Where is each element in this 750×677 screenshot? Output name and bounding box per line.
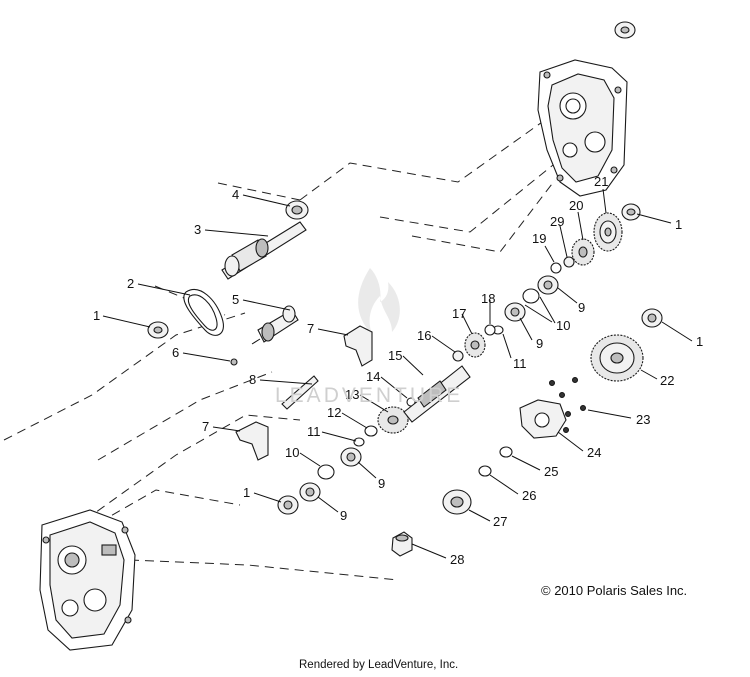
callout-27: 27 (493, 514, 507, 529)
snap-ring-part-10-lower (317, 464, 335, 480)
bolt-set-part-23 (549, 377, 586, 433)
o-ring-part-26 (478, 465, 492, 477)
callout-1: 1 (243, 485, 250, 500)
bearing-plate-part-24 (519, 399, 567, 439)
callout-25: 25 (544, 464, 558, 479)
lower-transmission-housing (39, 509, 136, 651)
callout-labels: 4 3 2 1 5 6 7 8 7 1 10 11 12 13 14 15 16… (93, 174, 703, 567)
callout-9: 9 (340, 508, 347, 523)
callout-24: 24 (587, 445, 601, 460)
shift-fork-part-7-lower (235, 421, 269, 461)
callout-4: 4 (232, 187, 239, 202)
washer-part-18 (484, 324, 496, 336)
gear-part-17 (464, 332, 486, 358)
bearing-part-9-d (537, 275, 559, 295)
callout-20: 20 (569, 198, 583, 213)
callout-10: 10 (285, 445, 299, 460)
bearing-part-1-right (641, 308, 663, 328)
callout-17: 17 (452, 306, 466, 321)
callout-9: 9 (536, 336, 543, 351)
rendered-by-footer: Rendered by LeadVenture, Inc. (299, 659, 459, 671)
callout-1: 1 (696, 334, 703, 349)
callout-10: 10 (556, 318, 570, 333)
callout-11: 11 (307, 424, 321, 439)
upper-transmission-housing (537, 21, 636, 197)
callout-7: 7 (202, 419, 209, 434)
bearing-part-1-bottom (277, 495, 299, 515)
detent-ball-part-6 (230, 358, 238, 366)
leader-lines (102, 188, 693, 559)
bearing-part-9-c (504, 302, 526, 322)
bearing-part-1-top-right (621, 203, 641, 221)
callout-22: 22 (660, 373, 674, 388)
callout-2: 2 (127, 276, 134, 291)
drain-plug-part-28 (391, 531, 413, 557)
gear-part-22 (590, 334, 644, 382)
snap-ring-part-10-upper (522, 288, 540, 304)
watermark-text: LEADVENTURE (275, 384, 464, 407)
callout-28: 28 (450, 552, 464, 567)
callout-9: 9 (578, 300, 585, 315)
callout-18: 18 (481, 291, 495, 306)
gear-part-20 (571, 238, 595, 266)
main-shaft-part-15 (403, 365, 471, 423)
copyright-notice: © 2010 Polaris Sales Inc. (541, 583, 688, 598)
gear-part-21 (593, 212, 623, 252)
callout-23: 23 (636, 412, 650, 427)
ring-part-29 (563, 256, 575, 268)
gear-part-13 (377, 406, 409, 434)
callout-26: 26 (522, 488, 536, 503)
callout-5: 5 (232, 292, 239, 307)
callout-29: 29 (550, 214, 564, 229)
flame-icon (358, 268, 400, 334)
snap-ring-part-25 (499, 446, 513, 458)
callout-21: 21 (594, 174, 608, 189)
callout-16: 16 (417, 328, 431, 343)
callout-3: 3 (194, 222, 201, 237)
snap-ring-part-12 (364, 425, 378, 437)
callout-13: 13 (345, 387, 359, 402)
shift-drum-part-5 (251, 305, 299, 345)
callout-14: 14 (366, 369, 380, 384)
callout-15: 15 (388, 348, 402, 363)
shift-fork-part-7-upper (343, 325, 373, 367)
callout-1: 1 (93, 308, 100, 323)
bearing-part-1-left (147, 321, 169, 339)
chain-loop-part-2 (183, 289, 224, 336)
callout-11: 11 (513, 356, 527, 371)
callout-9: 9 (378, 476, 385, 491)
callout-19: 19 (532, 231, 546, 246)
callout-1: 1 (675, 217, 682, 232)
callout-12: 12 (327, 405, 341, 420)
input-shaft-part-3 (221, 221, 307, 280)
bearing-part-4 (285, 200, 309, 220)
washer-part-19 (550, 262, 562, 274)
snap-ring-part-11-lower (353, 437, 365, 447)
bushing-part-16 (452, 350, 464, 362)
bearing-part-9-b (299, 482, 321, 502)
bearing-part-27 (442, 489, 472, 515)
callout-7: 7 (307, 321, 314, 336)
bearing-part-9-a (340, 447, 362, 467)
callout-6: 6 (172, 345, 179, 360)
callout-8: 8 (249, 372, 256, 387)
